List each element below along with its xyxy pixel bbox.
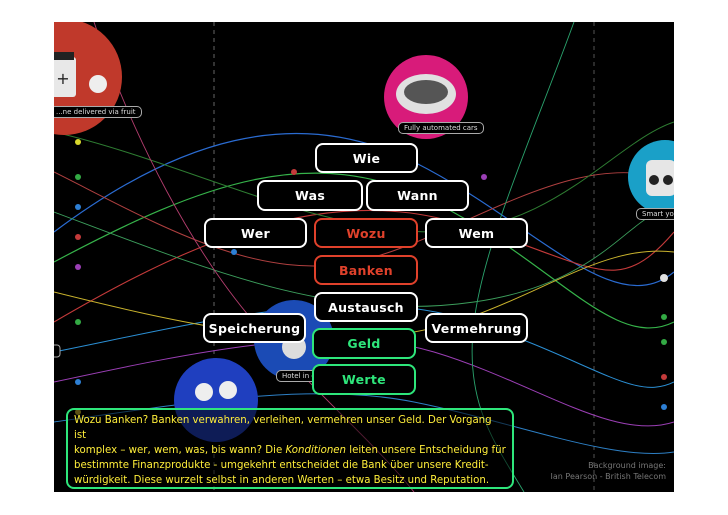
box-werte: Werte xyxy=(312,364,416,395)
box-wann: Wann xyxy=(366,180,469,211)
box-banken: Banken xyxy=(314,255,418,285)
credit-line-2: Ian Pearson - British Telecom xyxy=(550,472,666,481)
text-line-2c: leiten unsere Entscheidung für xyxy=(346,445,506,456)
svg-text:+: + xyxy=(56,69,69,88)
image-credit: Background image: Ian Pearson - British … xyxy=(551,460,666,482)
box-was: Was xyxy=(257,180,363,211)
box-wer: Wer xyxy=(204,218,307,248)
box-speicherung: Speicherung xyxy=(203,313,306,343)
text-line-4: würdigkeit. Diese wurzelt selbst in ande… xyxy=(74,475,490,486)
text-line-2: komplex – wer, wem, was, bis wann? Die K… xyxy=(74,443,506,458)
box-austausch: Austausch xyxy=(314,292,418,322)
box-wem: Wem xyxy=(425,218,528,248)
box-wozu: Wozu xyxy=(314,218,418,248)
credit-line-1: Background image: xyxy=(588,461,666,470)
text-line-2b: Konditionen xyxy=(285,445,347,456)
box-geld: Geld xyxy=(312,328,416,359)
slide: + ...ne delivered via fruit Fully automa… xyxy=(54,22,674,492)
bg-label-cars: Fully automated cars xyxy=(398,122,484,134)
box-vermehrung: Vermehrung xyxy=(425,313,528,343)
box-wie: Wie xyxy=(315,143,418,173)
text-line-3: bestimmte Finanzprodukte - umgekehrt ent… xyxy=(74,460,489,471)
explanation-text-box: Wozu Banken? Banken verwahren, verleihen… xyxy=(66,408,514,489)
bg-label-fruit: ...ne delivered via fruit xyxy=(54,106,142,118)
text-line-2a: komplex – wer, wem, was, bis wann? Die xyxy=(74,445,286,456)
text-line-1: Wozu Banken? Banken verwahren, verleihen… xyxy=(74,415,492,441)
bg-label-smart: Smart yog... xyxy=(636,208,674,220)
